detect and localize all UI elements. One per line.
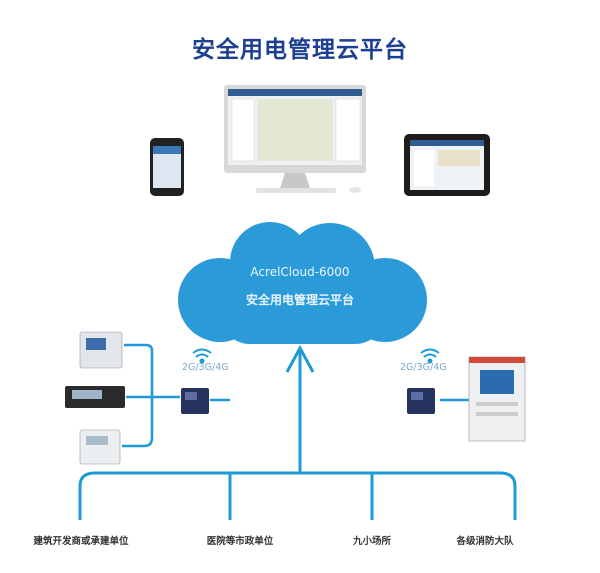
left-network-label: 2G/3G/4G — [182, 362, 229, 373]
electric-meter-icon — [79, 331, 123, 369]
left-wifi-icon — [192, 348, 212, 364]
upload-arrow — [285, 344, 315, 472]
right-gateway-icon — [407, 388, 435, 414]
user-label-developer: 建筑开发商或承建单位 — [33, 536, 129, 547]
desktop-computer-icon — [224, 85, 366, 193]
tablet-icon — [404, 134, 490, 196]
cloud-shape — [178, 222, 427, 344]
left-gateway-icon — [181, 388, 209, 414]
din-rail-meter-icon — [65, 386, 125, 408]
cloud-product-name: AcrelCloud-6000 — [250, 265, 350, 279]
user-branch-lines — [78, 471, 517, 520]
right-network-label: 2G/3G/4G — [400, 362, 447, 373]
left-device-lines — [122, 343, 230, 448]
user-label-hospital: 医院等市政单位 — [206, 536, 274, 547]
cloud-subtitle: 安全用电管理云平台 — [245, 293, 354, 307]
right-wifi-icon — [420, 348, 440, 364]
monitoring-cabinet-icon — [468, 356, 526, 442]
smartphone-icon — [150, 138, 184, 196]
user-label-small-venues: 九小场所 — [352, 536, 391, 547]
diagram-title: 安全用电管理云平台 — [192, 37, 408, 63]
power-meter-icon — [79, 429, 121, 465]
user-label-fire-brigade: 各级消防大队 — [456, 536, 514, 547]
